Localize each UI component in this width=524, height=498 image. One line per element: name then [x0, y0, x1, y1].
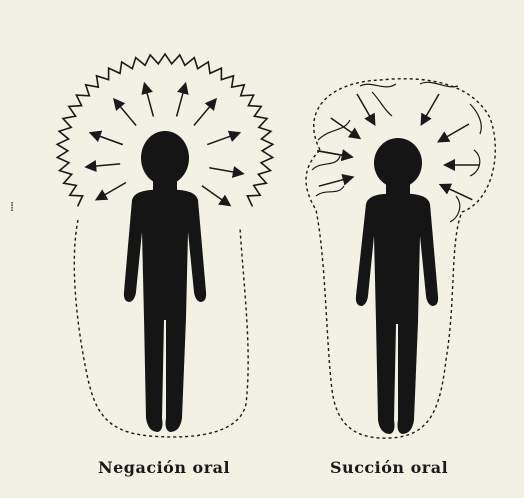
inward-arrow [440, 124, 469, 141]
outward-arrow [92, 133, 123, 144]
outward-arrow [115, 100, 136, 125]
outward-arrow [145, 85, 154, 117]
outward-arrow [202, 186, 229, 205]
outward-arrow [87, 164, 120, 167]
outward-arrow [209, 168, 242, 174]
scribble-stroke [360, 84, 396, 87]
right-human-silhouette [356, 138, 438, 434]
inward-arrow [317, 151, 351, 157]
scribble-stroke [470, 104, 481, 134]
inward-arrow [319, 177, 352, 186]
right-figure-group [306, 79, 495, 438]
scribble-stroke [450, 196, 460, 222]
scribble-stroke [470, 150, 480, 176]
left-human-silhouette [124, 131, 206, 432]
page-edge-mark: ⁞ [10, 200, 14, 215]
outward-arrow [98, 183, 127, 200]
outward-arrow [207, 133, 238, 144]
inward-arrow [422, 94, 439, 123]
scribble-stroke [316, 186, 344, 196]
right-caption: Succión oral [330, 458, 448, 477]
left-figure-group [57, 54, 273, 437]
scribble-stroke [318, 120, 350, 140]
scribble-stroke [372, 92, 392, 116]
outward-arrow [177, 85, 186, 117]
scribble-stroke [312, 156, 340, 170]
outward-arrow [194, 100, 215, 125]
inward-arrow [357, 94, 374, 123]
left-caption: Negación oral [98, 458, 230, 477]
inward-arrow [331, 118, 359, 138]
scribble-stroke [420, 82, 458, 87]
